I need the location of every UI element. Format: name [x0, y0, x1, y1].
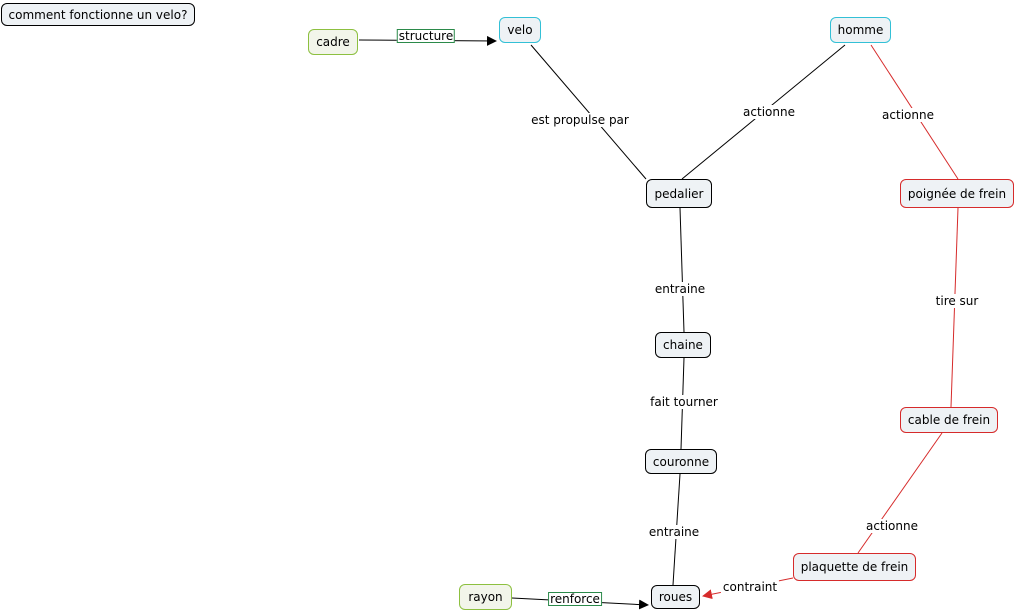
edge-pedalier-chaine	[679, 207, 685, 333]
node-homme[interactable]: homme	[830, 17, 891, 43]
map-title[interactable]: comment fonctionne un velo?	[1, 3, 195, 26]
link-label-renforce[interactable]: renforce	[548, 592, 602, 606]
node-velo[interactable]: velo	[499, 17, 541, 43]
node-couronne[interactable]: couronne	[645, 449, 717, 474]
node-poignee-de-frein[interactable]: poignée de frein	[900, 179, 1014, 208]
link-label-structure[interactable]: structure	[396, 29, 456, 43]
link-label-entraine-chaine[interactable]: entraine	[652, 282, 708, 296]
link-label-actionne-pedalier[interactable]: actionne	[741, 105, 797, 119]
node-rayon[interactable]: rayon	[459, 584, 512, 610]
node-cadre[interactable]: cadre	[308, 29, 358, 55]
link-label-est-propulse-par[interactable]: est propulse par	[529, 113, 631, 127]
link-label-actionne-poignee[interactable]: actionne	[880, 108, 936, 122]
node-roues[interactable]: roues	[651, 585, 700, 609]
link-label-entraine-roues[interactable]: entraine	[646, 525, 702, 539]
node-plaquette-de-frein[interactable]: plaquette de frein	[793, 553, 916, 581]
node-pedalier[interactable]: pedalier	[646, 179, 712, 208]
edge-cable-plaquette	[857, 432, 943, 554]
link-label-tire-sur[interactable]: tire sur	[933, 294, 981, 308]
link-label-actionne-plaquette[interactable]: actionne	[864, 519, 920, 533]
node-cable-de-frein[interactable]: cable de frein	[900, 407, 998, 433]
link-label-contraint[interactable]: contraint	[720, 580, 780, 594]
link-label-fait-tourner[interactable]: fait tourner	[648, 395, 720, 409]
node-chaine[interactable]: chaine	[655, 332, 711, 358]
edge-velo-pedalier	[530, 44, 647, 180]
